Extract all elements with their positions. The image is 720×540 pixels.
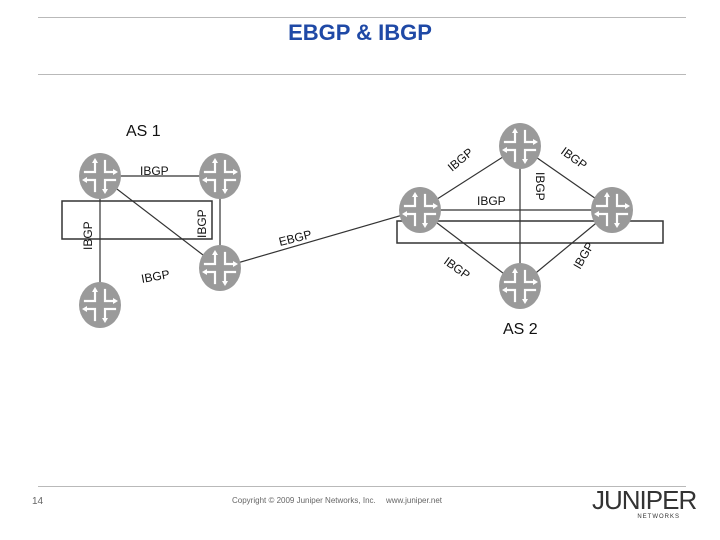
- router-as1-border-icon: [197, 243, 243, 293]
- ibgp-label-as2-middle: IBGP: [477, 194, 506, 208]
- as2-boundary: [396, 220, 664, 244]
- ibgp-label-left-vertical: IBGP: [81, 221, 95, 250]
- router-as2-border-icon: [397, 185, 443, 235]
- ibgp-label-right-vertical: IBGP: [533, 172, 547, 201]
- ibgp-label-as2-lower-center: IBGP: [441, 254, 472, 282]
- router-as1-bottom-left-icon: [77, 280, 123, 330]
- juniper-logo: JUNIPER NETWORKS: [592, 485, 697, 526]
- as2-label: AS 2: [503, 321, 538, 338]
- footer-rule: [38, 486, 686, 487]
- copyright-text: Copyright © 2009 Juniper Networks, Inc.: [232, 496, 376, 505]
- router-as2-right-icon: [589, 185, 635, 235]
- logo-wordmark: JUNIPER: [592, 485, 697, 515]
- as1-label: AS 1: [126, 123, 161, 140]
- link-r4-r5: [219, 209, 421, 269]
- ibgp-label-as2-lower-right: IBGP: [570, 240, 596, 272]
- slide-title: EBGP & IBGP: [288, 20, 432, 45]
- website-url: www.juniper.net: [386, 496, 443, 505]
- link-r1-r4: [99, 175, 221, 269]
- title-rule: [38, 74, 686, 75]
- ibgp-label-top-right: IBGP: [558, 144, 589, 172]
- logo-tagline: NETWORKS: [637, 514, 680, 520]
- router-as1-top-right-icon: [197, 151, 243, 201]
- ibgp-label-center-vertical: IBGP: [195, 209, 209, 238]
- router-as1-top-left-icon: [77, 151, 123, 201]
- router-as2-top-icon: [497, 121, 543, 171]
- top-rule: [38, 17, 686, 18]
- page-number: 14: [32, 496, 44, 507]
- ibgp-label-lower-left: IBGP: [140, 267, 171, 286]
- as1-boundary: [61, 200, 213, 240]
- router-as2-bottom-icon: [497, 261, 543, 311]
- ibgp-label-top-left: IBGP: [140, 164, 169, 178]
- ibgp-label-top-center: IBGP: [445, 145, 476, 174]
